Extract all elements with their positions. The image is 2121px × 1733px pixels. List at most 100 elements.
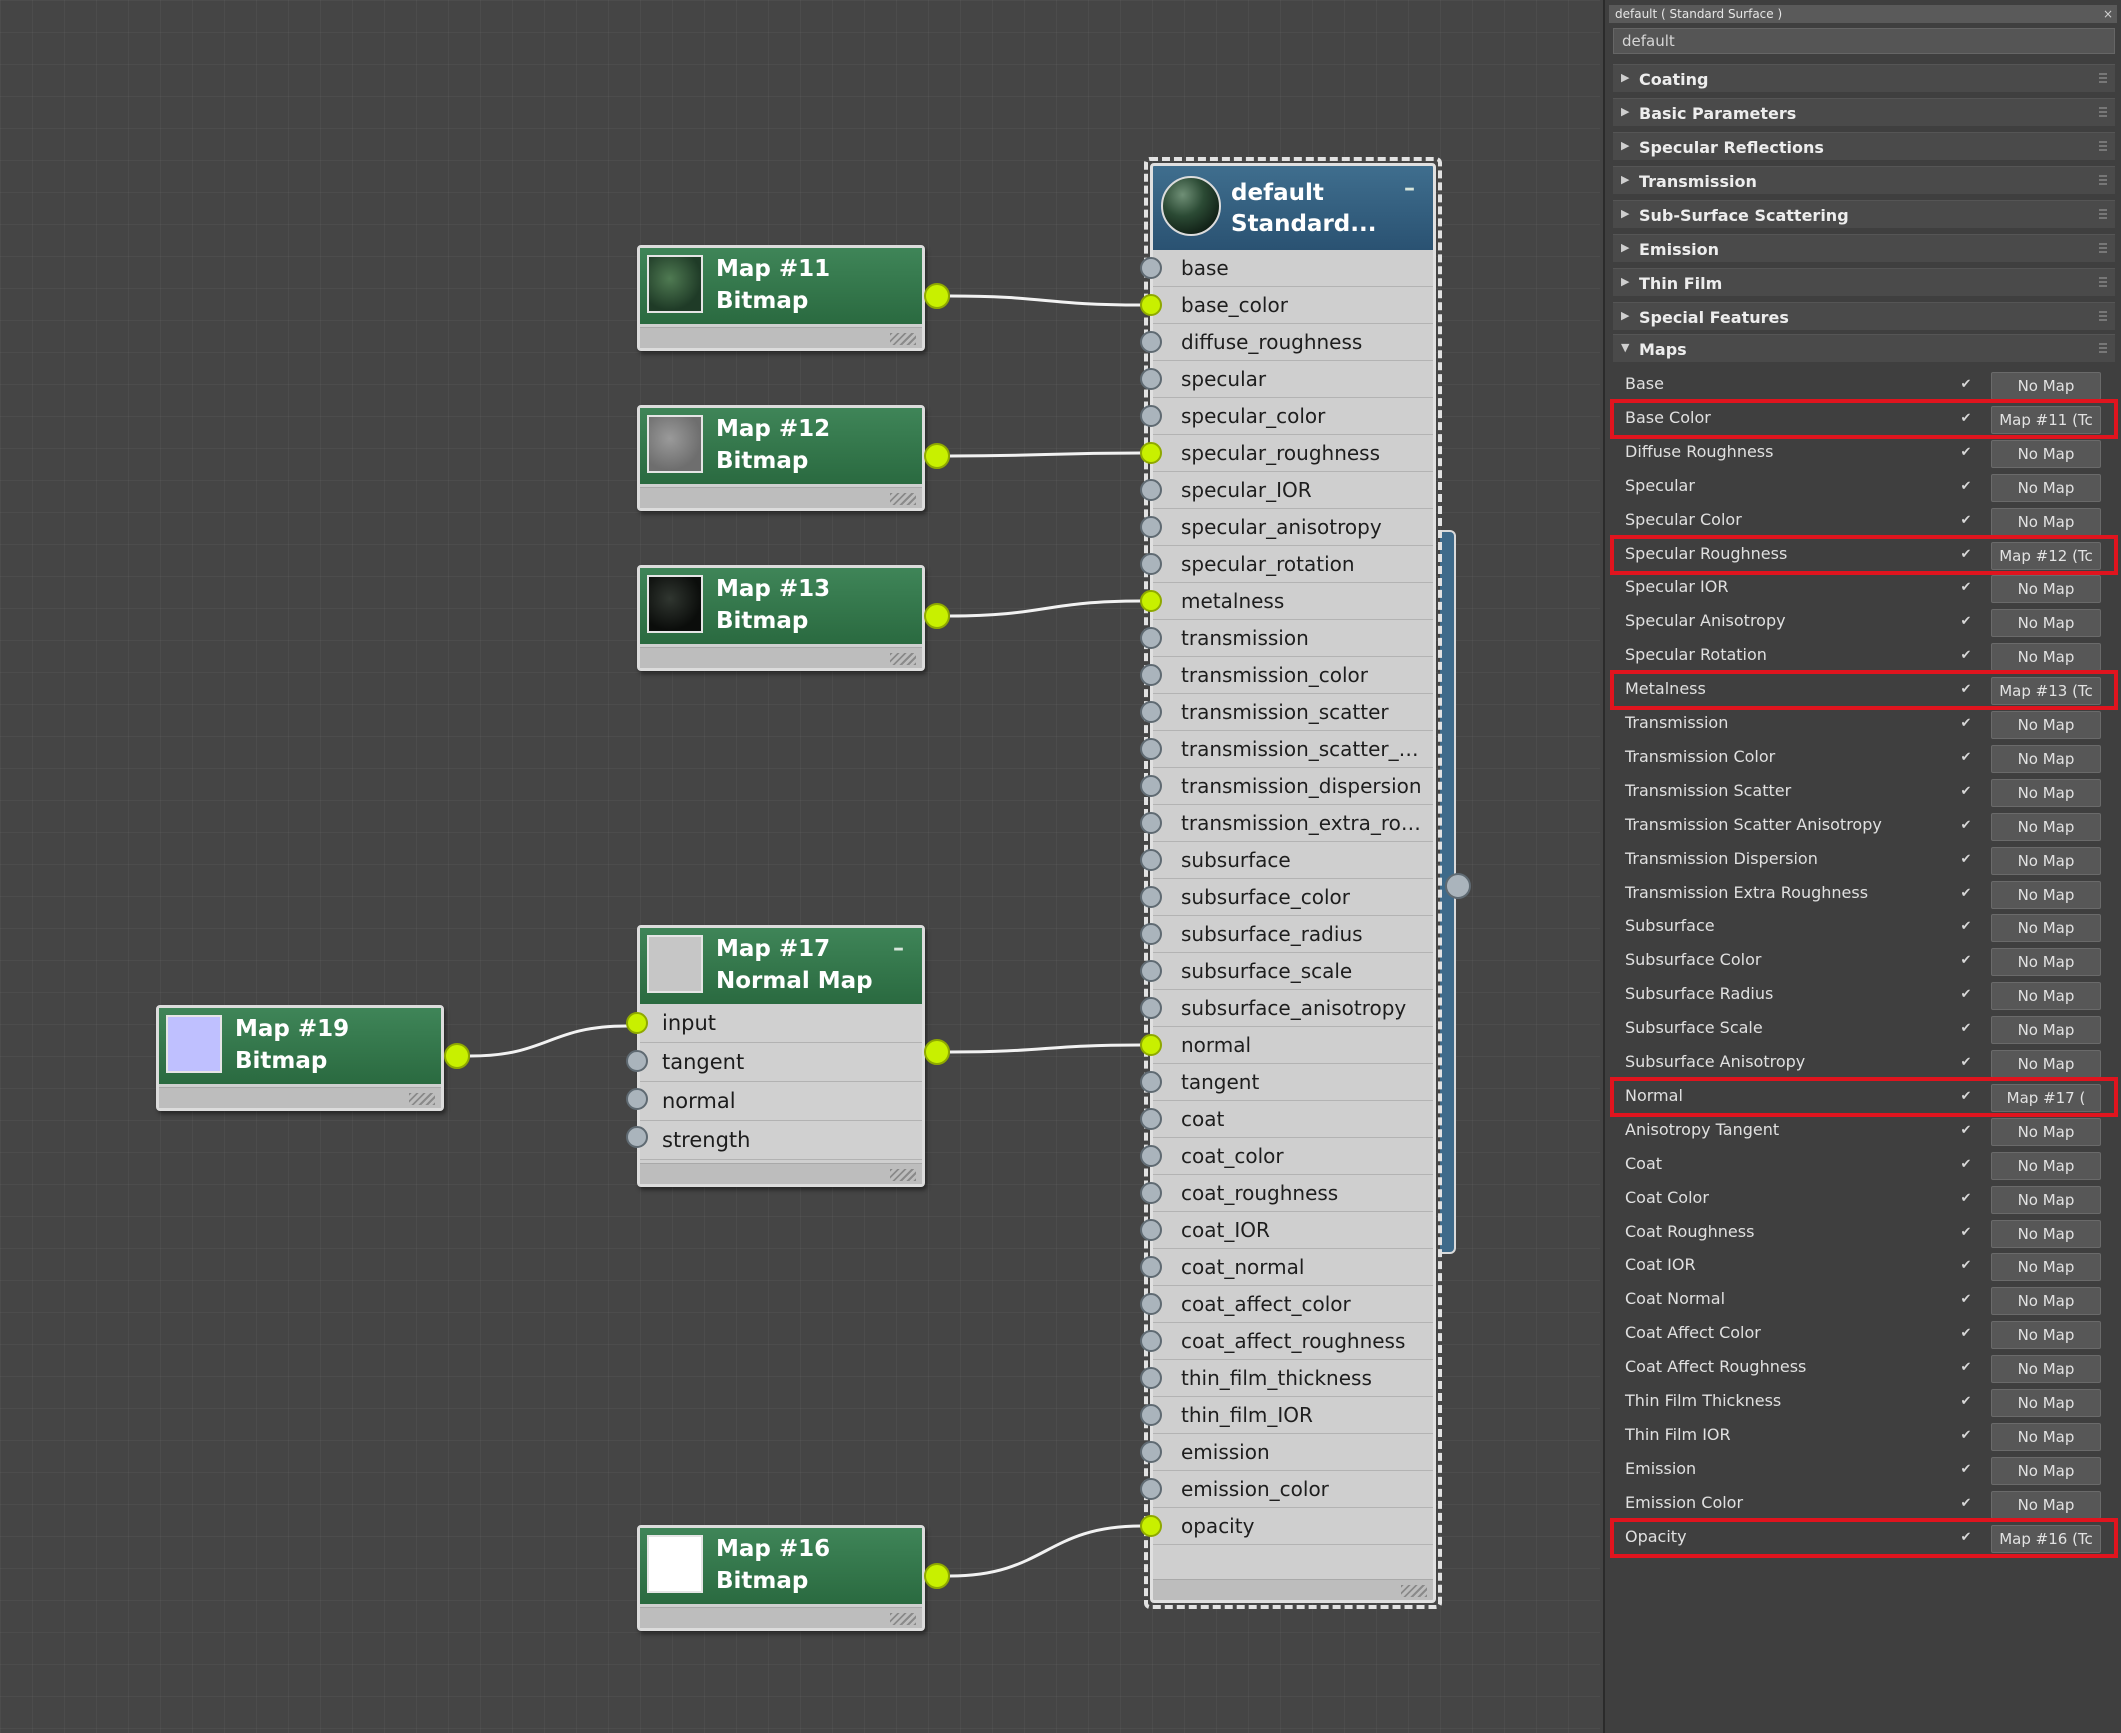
- input-slot-base[interactable]: base: [1153, 250, 1433, 287]
- checkmark-icon[interactable]: ✔: [1960, 1055, 1972, 1070]
- map-slot-button[interactable]: No Map: [1991, 372, 2101, 400]
- input-slot-tangent[interactable]: tangent: [1153, 1064, 1433, 1101]
- rollout-specular-reflections[interactable]: ▶Specular Reflections: [1613, 132, 2115, 160]
- input-port-transmission[interactable]: [1140, 627, 1162, 649]
- wire-map13-metalness[interactable]: [949, 599, 1142, 618]
- drag-handle-icon[interactable]: [2099, 277, 2107, 287]
- input-port-subsurface_scale[interactable]: [1140, 960, 1162, 982]
- drag-handle-icon[interactable]: [2099, 141, 2107, 151]
- input-slot-coat_roughness[interactable]: coat_roughness: [1153, 1175, 1433, 1212]
- input-slot-coat_color[interactable]: coat_color: [1153, 1138, 1433, 1175]
- drag-handle-icon[interactable]: [2099, 311, 2107, 321]
- input-slot-coat_affect_roughness[interactable]: coat_affect_roughness: [1153, 1323, 1433, 1360]
- input-port-transmission_extra_roug...[interactable]: [1140, 812, 1162, 834]
- map-slot-button[interactable]: No Map: [1991, 1253, 2101, 1282]
- input-port-base[interactable]: [1140, 257, 1162, 279]
- checkmark-icon[interactable]: ✔: [1960, 1258, 1972, 1274]
- input-slot-base_color[interactable]: base_color: [1153, 287, 1433, 324]
- output-port[interactable]: [924, 1039, 950, 1065]
- node-map-16[interactable]: Map #16 Bitmap: [637, 1525, 925, 1631]
- input-slot-subsurface_anisotropy[interactable]: subsurface_anisotropy: [1153, 990, 1433, 1027]
- node-header[interactable]: Map #19 Bitmap: [159, 1008, 441, 1084]
- rollout-maps[interactable]: ▼ Maps: [1613, 334, 2115, 362]
- drag-handle-icon[interactable]: [2099, 107, 2107, 117]
- input-port-diffuse_roughness[interactable]: [1140, 331, 1162, 353]
- input-slot-transmission_scatter_ani...[interactable]: transmission_scatter_ani...: [1153, 731, 1433, 768]
- resize-grip-icon[interactable]: [890, 333, 916, 345]
- checkmark-icon[interactable]: ✔: [1960, 987, 1972, 1003]
- map-slot-button[interactable]: No Map: [1991, 1355, 2101, 1384]
- input-slot-opacity[interactable]: opacity: [1153, 1508, 1433, 1545]
- input-port-opacity[interactable]: [1140, 1515, 1162, 1537]
- input-port-normal[interactable]: [626, 1088, 648, 1110]
- checkmark-icon[interactable]: ✔: [1960, 885, 1972, 901]
- checkmark-icon[interactable]: ✔: [1960, 648, 1972, 664]
- input-slot-normal[interactable]: normal: [1153, 1027, 1433, 1064]
- input-slot-subsurface_color[interactable]: subsurface_color: [1153, 879, 1433, 916]
- checkmark-icon[interactable]: ✔: [1960, 817, 1972, 833]
- input-port-emission_color[interactable]: [1140, 1478, 1162, 1500]
- input-port-thin_film_thickness[interactable]: [1140, 1367, 1162, 1389]
- map-slot-button[interactable]: No Map: [1991, 439, 2101, 468]
- checkmark-icon[interactable]: ✔: [1960, 1360, 1972, 1376]
- map-slot-button[interactable]: No Map: [1991, 1389, 2101, 1417]
- map-slot-button[interactable]: Map #17 (: [1991, 1083, 2101, 1112]
- checkmark-icon[interactable]: ✔: [1960, 1529, 1972, 1545]
- input-port-tangent[interactable]: [1140, 1071, 1162, 1093]
- drag-handle-icon[interactable]: [2099, 343, 2107, 353]
- checkmark-icon[interactable]: ✔: [1960, 682, 1972, 698]
- input-port-coat_affect_color[interactable]: [1140, 1293, 1162, 1315]
- checkmark-icon[interactable]: ✔: [1960, 377, 1972, 392]
- input-port-coat_IOR[interactable]: [1140, 1219, 1162, 1241]
- node-header[interactable]: Map #13 Bitmap: [640, 568, 922, 644]
- input-port-subsurface[interactable]: [1140, 849, 1162, 871]
- input-slot-coat[interactable]: coat: [1153, 1101, 1433, 1138]
- input-slot-transmission_scatter[interactable]: transmission_scatter: [1153, 694, 1433, 731]
- input-port-coat[interactable]: [1140, 1108, 1162, 1130]
- checkmark-icon[interactable]: ✔: [1960, 1156, 1972, 1172]
- material-output-port[interactable]: [1445, 873, 1471, 899]
- drag-handle-icon[interactable]: [2099, 175, 2107, 185]
- input-port-transmission_scatter[interactable]: [1140, 701, 1162, 723]
- map-slot-button[interactable]: No Map: [1991, 948, 2101, 977]
- node-header[interactable]: Map #12 Bitmap: [640, 408, 922, 484]
- drag-handle-icon[interactable]: [2099, 243, 2107, 253]
- map-slot-button[interactable]: No Map: [1991, 880, 2101, 909]
- input-port-subsurface_color[interactable]: [1140, 886, 1162, 908]
- map-slot-button[interactable]: No Map: [1991, 1219, 2101, 1248]
- map-slot-button[interactable]: No Map: [1991, 982, 2101, 1011]
- map-slot-button[interactable]: No Map: [1991, 744, 2101, 773]
- map-slot-button[interactable]: No Map: [1991, 1117, 2101, 1146]
- wire-map17-normal[interactable]: [949, 1043, 1142, 1054]
- checkmark-icon[interactable]: ✔: [1960, 614, 1972, 630]
- checkmark-icon[interactable]: ✔: [1960, 716, 1972, 731]
- rollout-coating[interactable]: ▶Coating: [1613, 64, 2115, 92]
- rollout-thin-film[interactable]: ▶Thin Film: [1613, 268, 2115, 296]
- input-port-coat_normal[interactable]: [1140, 1256, 1162, 1278]
- input-slot-thin_film_thickness[interactable]: thin_film_thickness: [1153, 1360, 1433, 1397]
- input-slot-specular_rotation[interactable]: specular_rotation: [1153, 546, 1433, 583]
- input-port-emission[interactable]: [1140, 1441, 1162, 1463]
- checkmark-icon[interactable]: ✔: [1960, 1495, 1972, 1511]
- node-header[interactable]: Map #11 Bitmap: [640, 248, 922, 324]
- node-map-11[interactable]: Map #11 Bitmap: [637, 245, 925, 351]
- map-slot-button[interactable]: No Map: [1991, 1185, 2101, 1214]
- rollout-transmission[interactable]: ▶Transmission: [1613, 166, 2115, 194]
- output-port[interactable]: [444, 1043, 470, 1069]
- input-port-metalness[interactable]: [1140, 590, 1162, 612]
- map-slot-button[interactable]: No Map: [1991, 507, 2101, 536]
- input-slot-normal[interactable]: normal: [640, 1082, 922, 1121]
- checkmark-icon[interactable]: ✔: [1960, 919, 1972, 935]
- input-port-transmission_scatter_ani...[interactable]: [1140, 738, 1162, 760]
- rollout-basic-parameters[interactable]: ▶Basic Parameters: [1613, 98, 2115, 126]
- input-port-base_color[interactable]: [1140, 294, 1162, 316]
- input-slot-emission[interactable]: emission: [1153, 1434, 1433, 1471]
- input-slot-subsurface[interactable]: subsurface: [1153, 842, 1433, 879]
- input-slot-transmission_dispersion[interactable]: transmission_dispersion: [1153, 768, 1433, 805]
- input-port-thin_film_IOR[interactable]: [1140, 1404, 1162, 1426]
- input-slot-specular_IOR[interactable]: specular_IOR: [1153, 472, 1433, 509]
- map-slot-button[interactable]: No Map: [1991, 778, 2101, 807]
- map-slot-button[interactable]: Map #12 (Tc: [1991, 541, 2101, 570]
- map-slot-button[interactable]: No Map: [1991, 1422, 2101, 1451]
